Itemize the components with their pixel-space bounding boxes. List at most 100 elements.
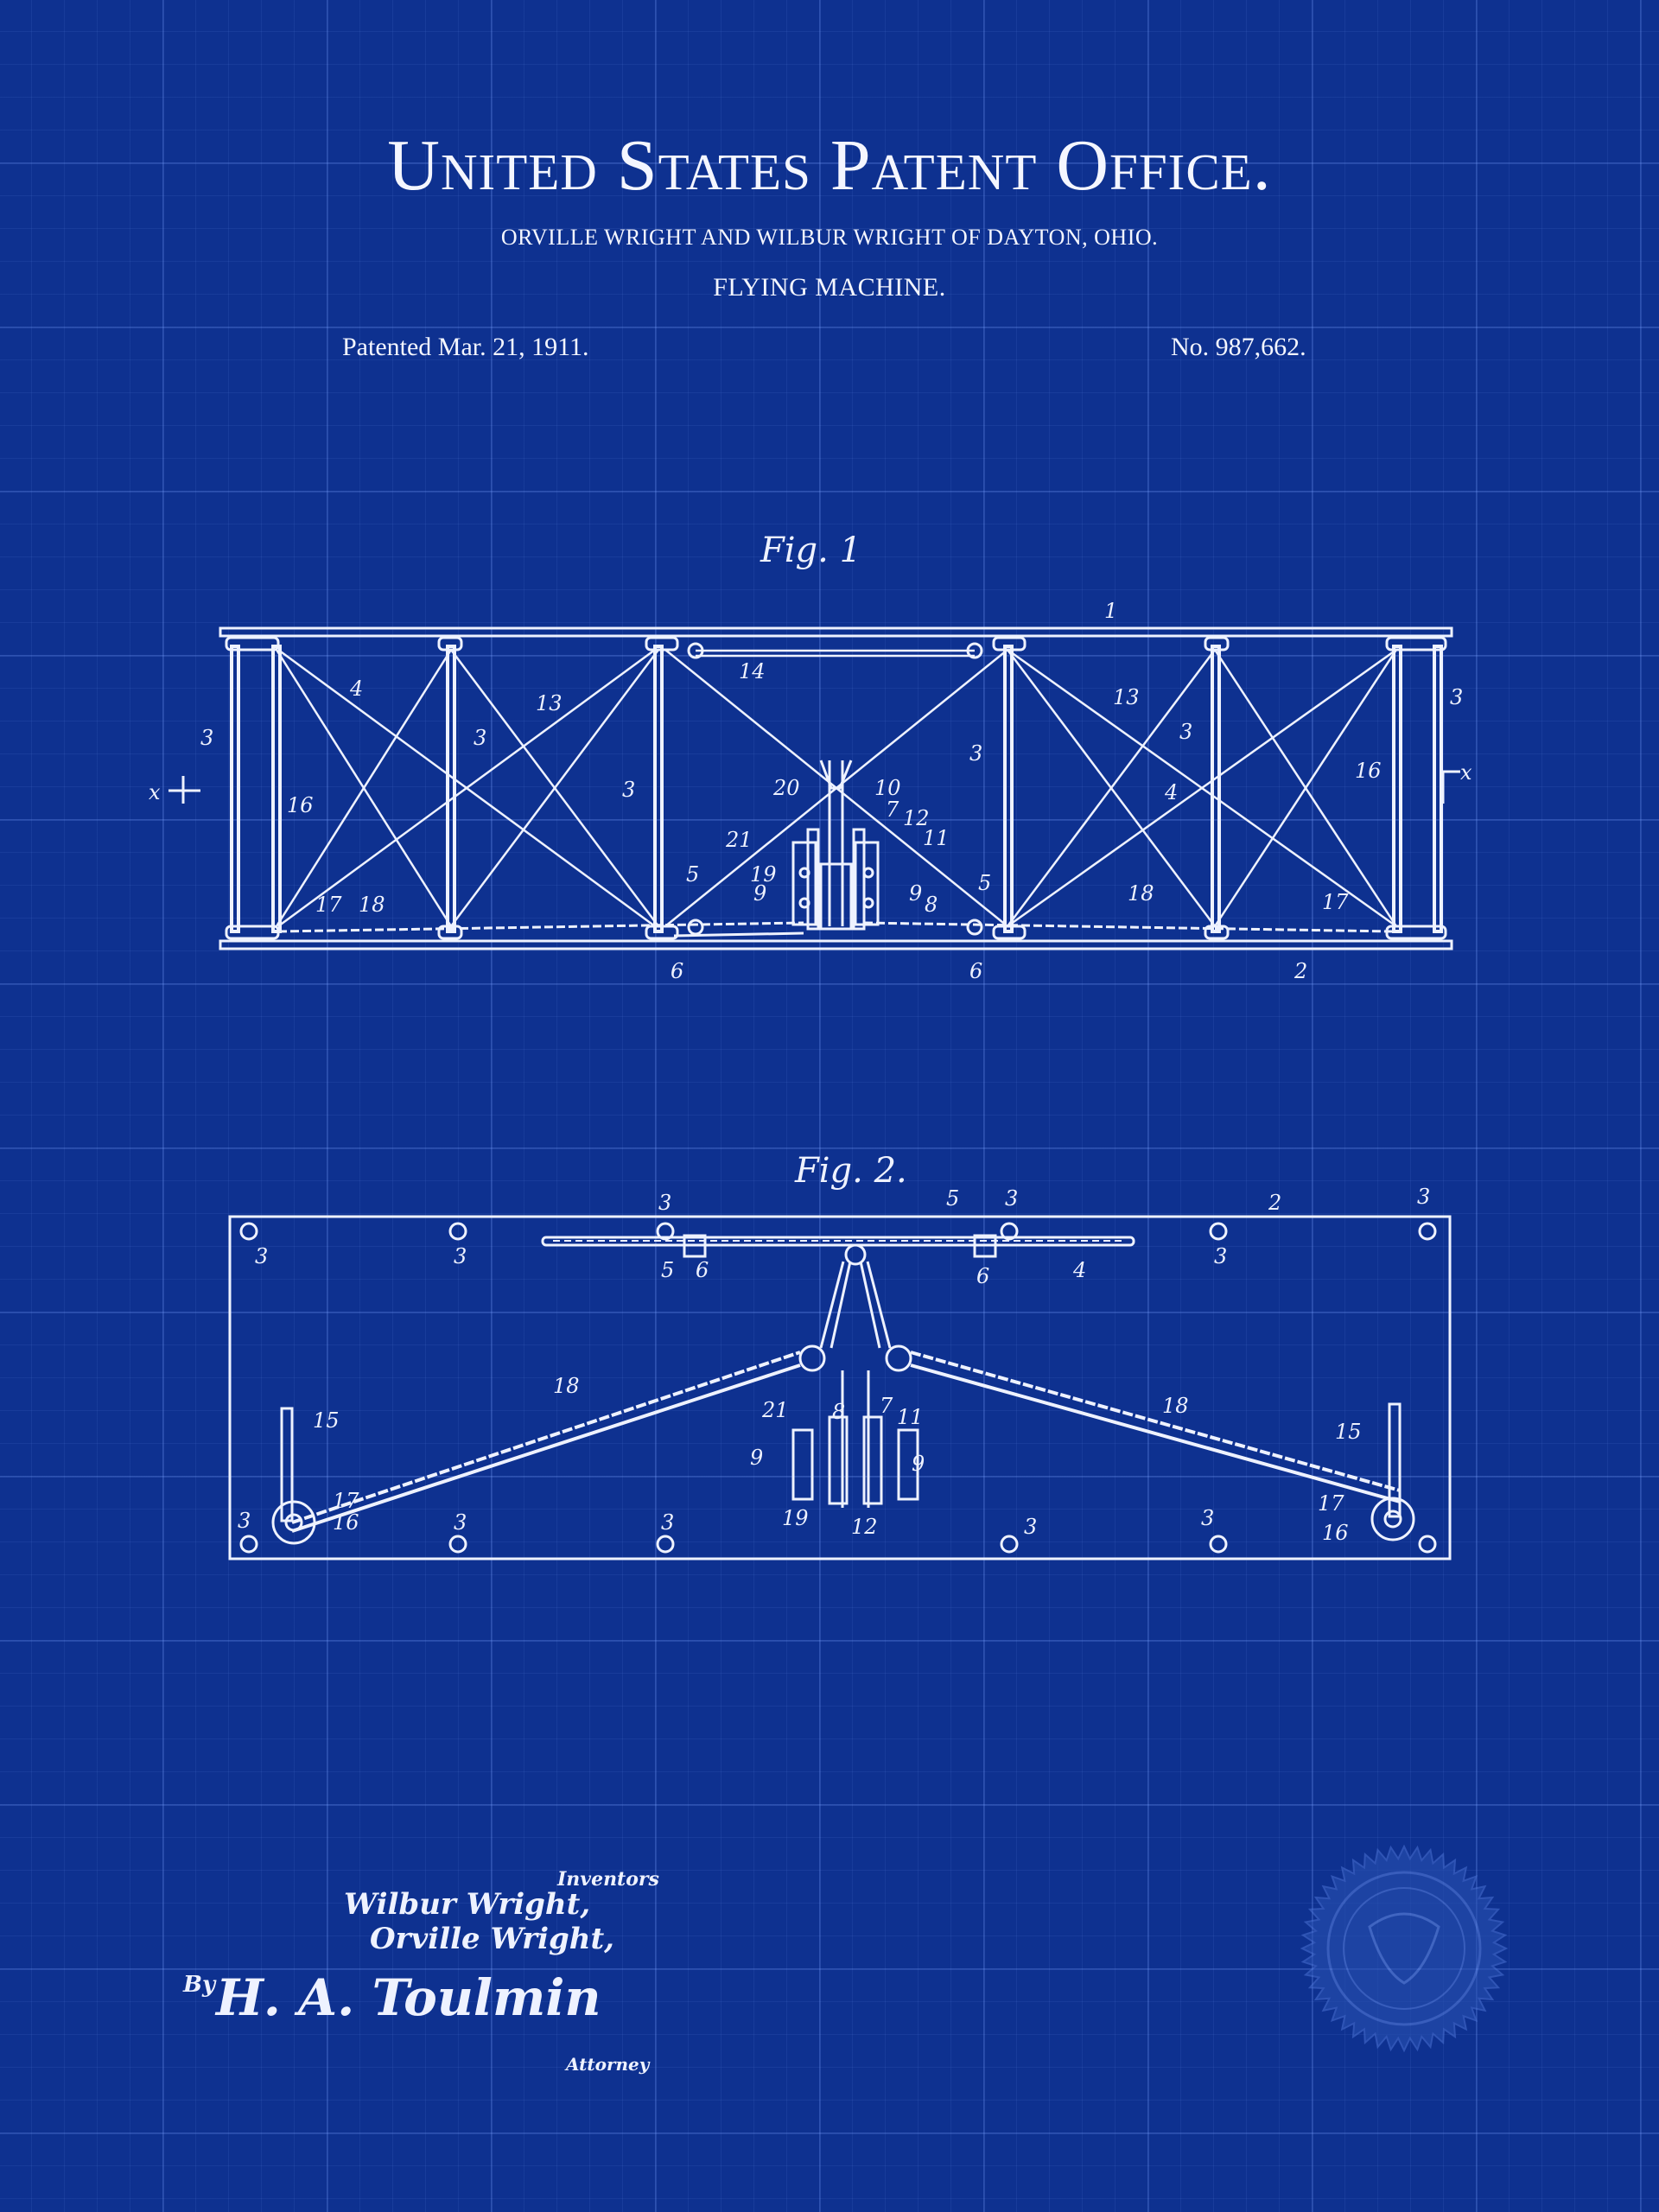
svg-text:6: 6 xyxy=(671,959,683,983)
fig1-title: Fig. 1 xyxy=(760,531,861,570)
by-label: By xyxy=(182,1972,217,1998)
eagle-emblem-icon xyxy=(1368,1912,1440,1985)
svg-text:7: 7 xyxy=(886,798,899,822)
svg-text:3: 3 xyxy=(969,741,982,766)
center-post xyxy=(791,1261,919,1508)
svg-text:9: 9 xyxy=(912,1452,925,1476)
embossed-seal xyxy=(1300,1844,1509,2053)
svg-text:17: 17 xyxy=(315,893,342,917)
svg-text:3: 3 xyxy=(454,1244,467,1268)
svg-text:19: 19 xyxy=(750,862,777,887)
svg-text:3: 3 xyxy=(1214,1244,1227,1268)
svg-text:10: 10 xyxy=(874,776,901,800)
truss-wires xyxy=(275,648,1398,928)
svg-text:3: 3 xyxy=(1179,720,1192,744)
front-rudder-bar xyxy=(541,1236,1135,1247)
plan-pulleys xyxy=(271,1402,1415,1545)
svg-text:8: 8 xyxy=(832,1400,845,1424)
svg-text:5: 5 xyxy=(978,871,991,895)
svg-text:3: 3 xyxy=(661,1510,674,1535)
svg-text:15: 15 xyxy=(1335,1420,1362,1444)
strut-fittings xyxy=(225,636,1447,940)
svg-text:3: 3 xyxy=(1201,1506,1214,1530)
svg-text:6: 6 xyxy=(969,959,982,983)
inventors-label: Inventors xyxy=(556,1868,659,1891)
svg-text:18: 18 xyxy=(1128,881,1154,906)
svg-text:6: 6 xyxy=(976,1264,989,1288)
svg-text:3: 3 xyxy=(1450,685,1463,709)
svg-text:9: 9 xyxy=(909,881,922,906)
svg-text:3: 3 xyxy=(238,1509,251,1533)
svg-text:x: x xyxy=(1460,760,1472,785)
plan-cables xyxy=(291,1351,1401,1533)
svg-text:16: 16 xyxy=(1322,1521,1349,1545)
svg-text:4: 4 xyxy=(349,677,363,701)
fig2-reference-labels: 2 3 3 3 3 3 3 3 3 3 3 3 4 5 5 6 6 7 8 9 xyxy=(238,1185,1430,1545)
wilbur-signature: Wilbur Wright, xyxy=(344,1887,590,1922)
svg-text:13: 13 xyxy=(536,691,563,715)
office-title: United States Patent Office. xyxy=(387,125,1272,206)
upper-plane xyxy=(219,626,1453,638)
struts xyxy=(230,645,1443,933)
svg-text:16: 16 xyxy=(333,1510,359,1535)
svg-text:3: 3 xyxy=(255,1244,268,1268)
lower-plane xyxy=(219,939,1453,950)
svg-text:11: 11 xyxy=(923,826,950,850)
orville-signature: Orville Wright, xyxy=(370,1922,614,1956)
fig1-reference-labels: 1 2 3 3 3 3 3 3 4 4 5 5 6 6 7 8 9 9 10 1… xyxy=(149,599,1472,983)
plan-bolts xyxy=(239,1222,1437,1554)
svg-text:7: 7 xyxy=(880,1394,893,1418)
svg-text:16: 16 xyxy=(287,793,314,817)
svg-text:4: 4 xyxy=(1072,1258,1086,1282)
svg-text:19: 19 xyxy=(782,1506,809,1530)
side-markers xyxy=(168,770,1460,804)
svg-text:12: 12 xyxy=(851,1515,878,1539)
svg-text:12: 12 xyxy=(903,806,930,830)
svg-text:17: 17 xyxy=(333,1489,359,1513)
svg-text:13: 13 xyxy=(1113,685,1140,709)
svg-text:9: 9 xyxy=(750,1446,763,1470)
figure-1: Fig. 1 xyxy=(149,531,1472,983)
plan-outline xyxy=(228,1215,1452,1560)
fig2-title: Fig. 2. xyxy=(794,1151,907,1191)
signature-block: Inventors Wilbur Wright, Orville Wright,… xyxy=(182,1868,659,2075)
svg-text:21: 21 xyxy=(725,828,753,852)
svg-text:3: 3 xyxy=(474,726,486,750)
svg-text:5: 5 xyxy=(661,1258,674,1282)
svg-text:5: 5 xyxy=(686,862,699,887)
svg-text:14: 14 xyxy=(739,659,766,683)
inventors-line: ORVILLE WRIGHT AND WILBUR WRIGHT OF DAYT… xyxy=(500,225,1159,250)
svg-text:18: 18 xyxy=(359,893,385,917)
svg-text:3: 3 xyxy=(1024,1515,1037,1539)
patented-date: Patented Mar. 21, 1911. xyxy=(342,333,589,361)
svg-text:20: 20 xyxy=(772,776,800,800)
svg-text:16: 16 xyxy=(1355,759,1382,783)
svg-text:21: 21 xyxy=(761,1398,789,1422)
svg-text:15: 15 xyxy=(313,1408,340,1433)
svg-text:2: 2 xyxy=(1268,1191,1281,1215)
figure-2: Fig. 2. xyxy=(228,1151,1452,1560)
svg-text:17: 17 xyxy=(1318,1491,1344,1516)
svg-text:9: 9 xyxy=(753,881,766,906)
attorney-label: Attorney xyxy=(564,2054,651,2075)
warping-cable xyxy=(277,921,1394,938)
cradle-mechanism xyxy=(791,760,880,931)
svg-text:2: 2 xyxy=(1294,959,1307,983)
svg-text:4: 4 xyxy=(1164,780,1178,804)
svg-text:6: 6 xyxy=(696,1258,709,1282)
svg-text:8: 8 xyxy=(925,893,938,917)
invention-title: FLYING MACHINE. xyxy=(713,273,946,302)
svg-text:3: 3 xyxy=(1417,1185,1430,1209)
svg-text:18: 18 xyxy=(1162,1394,1189,1418)
svg-text:3: 3 xyxy=(1005,1186,1018,1211)
svg-text:3: 3 xyxy=(200,726,213,750)
svg-text:18: 18 xyxy=(553,1374,580,1398)
svg-text:3: 3 xyxy=(454,1510,467,1535)
attorney-signature: H. A. Toulmin xyxy=(214,1968,601,2027)
svg-text:3: 3 xyxy=(622,778,635,802)
svg-text:5: 5 xyxy=(946,1186,959,1211)
patent-header: United States Patent Office. ORVILLE WRI… xyxy=(0,130,1659,302)
patent-number: No. 987,662. xyxy=(1171,333,1306,361)
